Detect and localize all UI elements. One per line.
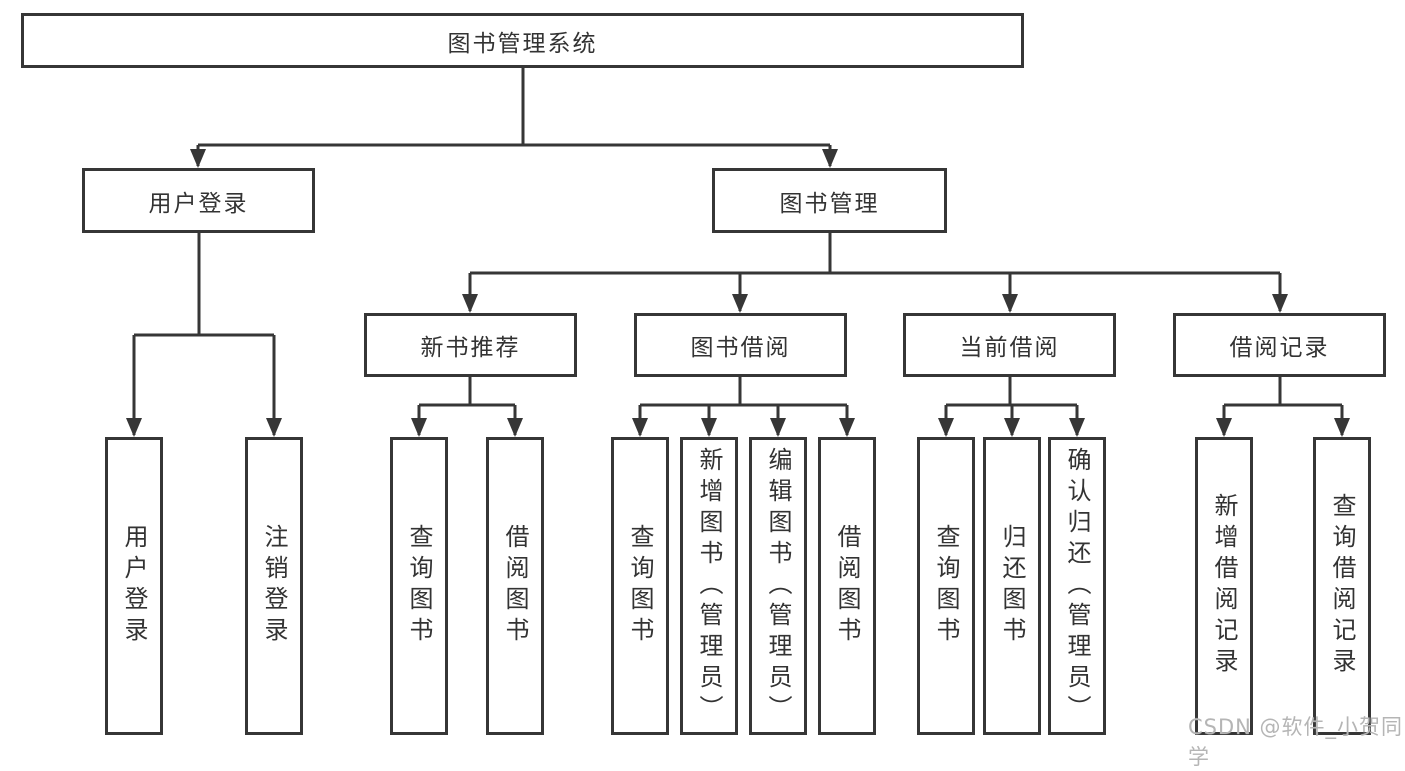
leaf-label: 查询图书	[626, 524, 654, 648]
leaf-current-query: 查询图书	[917, 437, 975, 735]
leaf-label: 新增图书（管理员）	[695, 446, 723, 726]
leaf-records-add: 新增借阅记录	[1195, 437, 1253, 735]
leaf-borrow-borrow: 借阅图书	[818, 437, 876, 735]
leaf-label: 借阅图书	[501, 524, 529, 648]
org-chart: 图书管理系统 用户登录 图书管理 新书推荐 图书借阅 当前借阅 借阅记录 用户登…	[21, 13, 1402, 769]
node-label: 当前借阅	[959, 335, 1060, 361]
leaf-label: 查询借阅记录	[1328, 493, 1356, 679]
leaf-records-query: 查询借阅记录	[1313, 437, 1371, 735]
node-library-system: 图书管理系统	[21, 13, 1024, 68]
node-user-login-branch: 用户登录	[82, 168, 315, 233]
node-label: 图书借阅	[690, 335, 791, 361]
connector-lines	[126, 68, 1350, 437]
node-label: 新书推荐	[420, 335, 521, 361]
node-book-management: 图书管理	[712, 168, 947, 233]
node-label: 图书管理	[779, 190, 880, 217]
leaf-user-logout: 注销登录	[245, 437, 303, 735]
leaf-label: 编辑图书（管理员）	[764, 446, 792, 726]
leaf-borrow-add-admin: 新增图书（管理员）	[680, 437, 738, 735]
leaf-newbook-query: 查询图书	[390, 437, 448, 735]
leaf-label: 借阅图书	[833, 524, 861, 648]
node-book-borrow: 图书借阅	[634, 313, 847, 377]
leaf-label: 查询图书	[405, 524, 433, 648]
leaf-current-return: 归还图书	[983, 437, 1041, 735]
node-borrow-records: 借阅记录	[1173, 313, 1386, 377]
leaf-label: 用户登录	[120, 524, 148, 648]
watermark: CSDN @软件_小贺同学	[1188, 715, 1404, 769]
leaf-label: 确认归还（管理员）	[1063, 446, 1091, 726]
node-new-book-recommend: 新书推荐	[364, 313, 577, 377]
leaf-newbook-borrow: 借阅图书	[486, 437, 544, 735]
leaf-label: 新增借阅记录	[1210, 493, 1238, 679]
leaf-current-confirm-return-admin: 确认归还（管理员）	[1048, 437, 1106, 735]
leaf-borrow-edit-admin: 编辑图书（管理员）	[749, 437, 807, 735]
node-label: 借阅记录	[1229, 335, 1330, 361]
node-label: 图书管理系统	[447, 30, 598, 57]
leaf-borrow-query: 查询图书	[611, 437, 669, 735]
leaf-label: 查询图书	[932, 524, 960, 648]
leaf-label: 归还图书	[998, 524, 1026, 648]
leaf-label: 注销登录	[260, 524, 288, 648]
node-current-borrow: 当前借阅	[903, 313, 1116, 377]
leaf-user-login: 用户登录	[105, 437, 163, 735]
node-label: 用户登录	[148, 190, 249, 217]
